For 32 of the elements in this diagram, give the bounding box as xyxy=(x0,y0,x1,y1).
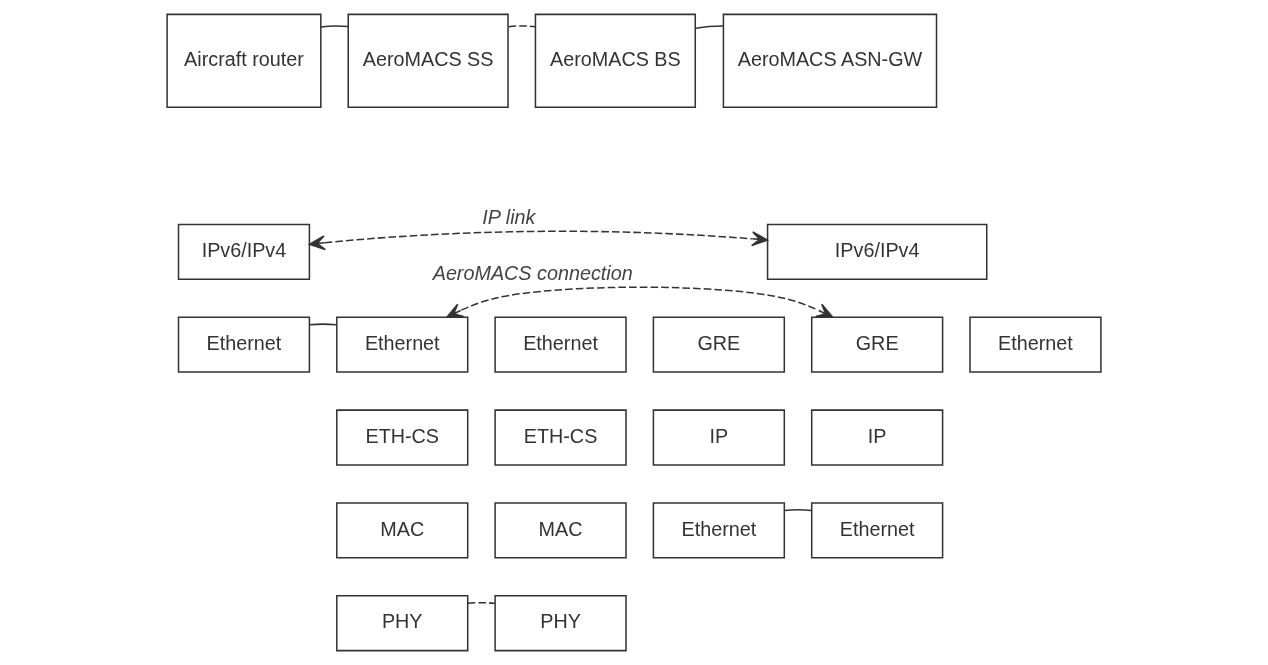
node-box: AeroMACS SS xyxy=(347,13,509,108)
arrow xyxy=(308,230,769,251)
node-box: Ethernet xyxy=(336,316,469,373)
node-box: Aircraft router xyxy=(166,13,322,108)
node-box: IPv6/IPv4 xyxy=(177,223,311,280)
node-box: Ethernet xyxy=(494,316,627,373)
connector xyxy=(467,601,496,605)
node-box: IP xyxy=(652,409,786,466)
node-box: Ethernet xyxy=(810,502,944,559)
node-box: IP xyxy=(810,409,944,466)
connector xyxy=(507,25,537,28)
node-box: PHY xyxy=(336,595,469,652)
node-box: GRE xyxy=(652,316,786,373)
node-box: AeroMACS ASN-GW xyxy=(722,13,938,108)
node-box: ETH-CS xyxy=(336,409,469,466)
node-box: Ethernet xyxy=(177,316,311,373)
connector xyxy=(320,25,349,28)
node-box: Ethernet xyxy=(969,316,1102,373)
node-box: GRE xyxy=(810,316,944,373)
node-box: AeroMACS BS xyxy=(534,13,697,108)
node-box: MAC xyxy=(494,502,627,559)
connector xyxy=(308,323,338,326)
node-box: Ethernet xyxy=(652,502,786,559)
connector xyxy=(694,25,725,29)
edge-label: AeroMACS connection xyxy=(432,262,633,285)
node-box: IPv6/IPv4 xyxy=(766,223,988,280)
edge-label: IP link xyxy=(482,206,536,229)
node-box: PHY xyxy=(494,595,627,652)
arrow xyxy=(446,286,834,318)
node-box: MAC xyxy=(336,502,469,559)
connector xyxy=(783,509,812,512)
node-box: ETH-CS xyxy=(494,409,627,466)
